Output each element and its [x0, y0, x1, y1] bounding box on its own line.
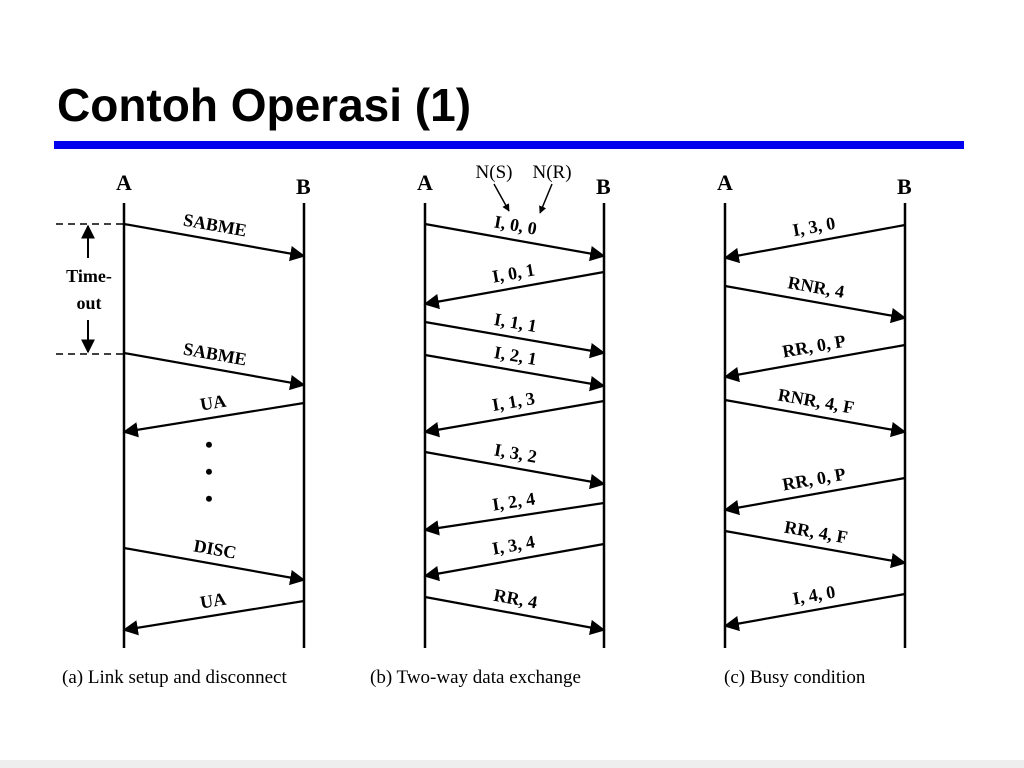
- message-label: I, 2, 1: [493, 342, 539, 369]
- message-label: I, 3, 2: [493, 439, 539, 466]
- panel-caption: (a) Link setup and disconnect: [62, 667, 287, 688]
- message-arrow: [723, 592, 906, 632]
- message-arrow: [724, 529, 907, 569]
- message-arrow: [423, 270, 605, 310]
- station-b-label: B: [596, 174, 611, 199]
- message-label: UA: [199, 391, 228, 415]
- message-arrow: [123, 222, 306, 262]
- station-a-label: A: [417, 170, 433, 195]
- message-arrow: [123, 351, 306, 391]
- message-label: RNR, 4, F: [776, 385, 855, 418]
- message-label: I, 1, 1: [493, 309, 539, 336]
- message-label: I, 1, 3: [491, 388, 537, 415]
- message-label: I, 0, 1: [491, 259, 537, 286]
- message-label: DISC: [192, 535, 238, 562]
- message-arrow: [724, 398, 907, 438]
- station-a-label: A: [717, 170, 733, 195]
- message-label: I, 4, 0: [791, 581, 837, 608]
- message-arrow: [723, 476, 906, 516]
- message-arrow: [423, 501, 605, 536]
- message-label: RR, 4: [492, 585, 539, 613]
- station-a-label: A: [116, 170, 132, 195]
- station-b-label: B: [296, 174, 311, 199]
- message-arrow: [723, 223, 906, 264]
- message-arrow: [424, 595, 606, 636]
- nr-callout-arrow: [539, 183, 553, 214]
- ns-field-label: N(S): [476, 162, 513, 183]
- message-label: I, 0, 0: [493, 211, 539, 238]
- message-arrow: [123, 546, 306, 586]
- message-arrow: [122, 401, 305, 438]
- message-arrow: [723, 343, 906, 383]
- title-underline: [54, 141, 964, 149]
- message-arrow: [424, 320, 606, 359]
- nr-field-label: N(R): [532, 162, 571, 183]
- footer-strip: [0, 760, 1024, 768]
- timeout-label-line1: Time-: [66, 266, 112, 286]
- message-label: UA: [199, 589, 228, 613]
- continuation-dot: •: [205, 459, 213, 484]
- message-arrow: [424, 353, 606, 392]
- panel-caption: (c) Busy condition: [724, 667, 866, 688]
- message-arrow: [424, 222, 606, 262]
- message-arrow: [724, 284, 907, 324]
- ns-callout-arrow: [493, 183, 510, 212]
- message-label: I, 3, 4: [491, 531, 537, 558]
- station-b-label: B: [897, 174, 912, 199]
- timeout-label-line2: out: [76, 293, 101, 313]
- continuation-dot: •: [205, 432, 213, 457]
- message-label: I, 2, 4: [491, 488, 537, 514]
- message-arrow: [122, 599, 305, 636]
- message-arrow: [423, 399, 605, 438]
- panel-caption: (b) Two-way data exchange: [370, 667, 581, 688]
- message-arrow: [423, 542, 605, 582]
- message-label: I, 3, 0: [791, 213, 837, 240]
- slide-title: Contoh Operasi (1): [57, 79, 472, 131]
- continuation-dot: •: [205, 486, 213, 511]
- message-arrow: [424, 450, 606, 490]
